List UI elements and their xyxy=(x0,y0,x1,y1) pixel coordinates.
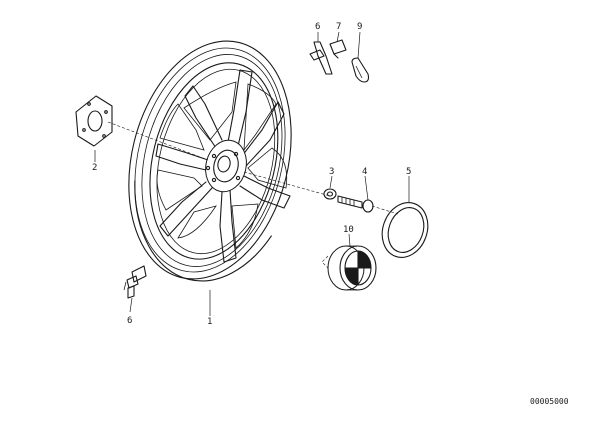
part-9-weight xyxy=(351,57,370,83)
cast-wheel xyxy=(128,40,302,282)
label-part-1: 1 xyxy=(207,317,212,327)
part-2-adapter-plate xyxy=(75,95,113,147)
part-6-valve xyxy=(123,265,147,299)
wheel-spokes xyxy=(155,69,291,263)
part-3-nut xyxy=(323,188,337,200)
part-labels: 1 2 3 4 5 6 6 7 9 10 xyxy=(92,22,411,327)
part-10-hub-cap xyxy=(321,245,377,291)
label-part-10: 10 xyxy=(343,225,354,235)
label-part-7: 7 xyxy=(336,22,341,32)
label-part-6-bottom: 6 xyxy=(127,316,132,326)
drawing-code: 00005000 xyxy=(530,397,569,406)
label-part-6-top: 6 xyxy=(315,22,320,32)
label-part-4: 4 xyxy=(362,167,367,177)
part-4-bolt xyxy=(337,195,374,213)
label-part-5: 5 xyxy=(406,167,411,177)
wheel-hub xyxy=(205,139,247,193)
label-part-3: 3 xyxy=(329,167,334,177)
leader-lines xyxy=(94,31,410,316)
part-5-seal-ring xyxy=(381,202,429,258)
label-part-2: 2 xyxy=(92,163,97,173)
label-part-9: 9 xyxy=(357,22,362,32)
part-6-top-clip xyxy=(309,41,333,75)
part-7-weight xyxy=(329,39,347,59)
